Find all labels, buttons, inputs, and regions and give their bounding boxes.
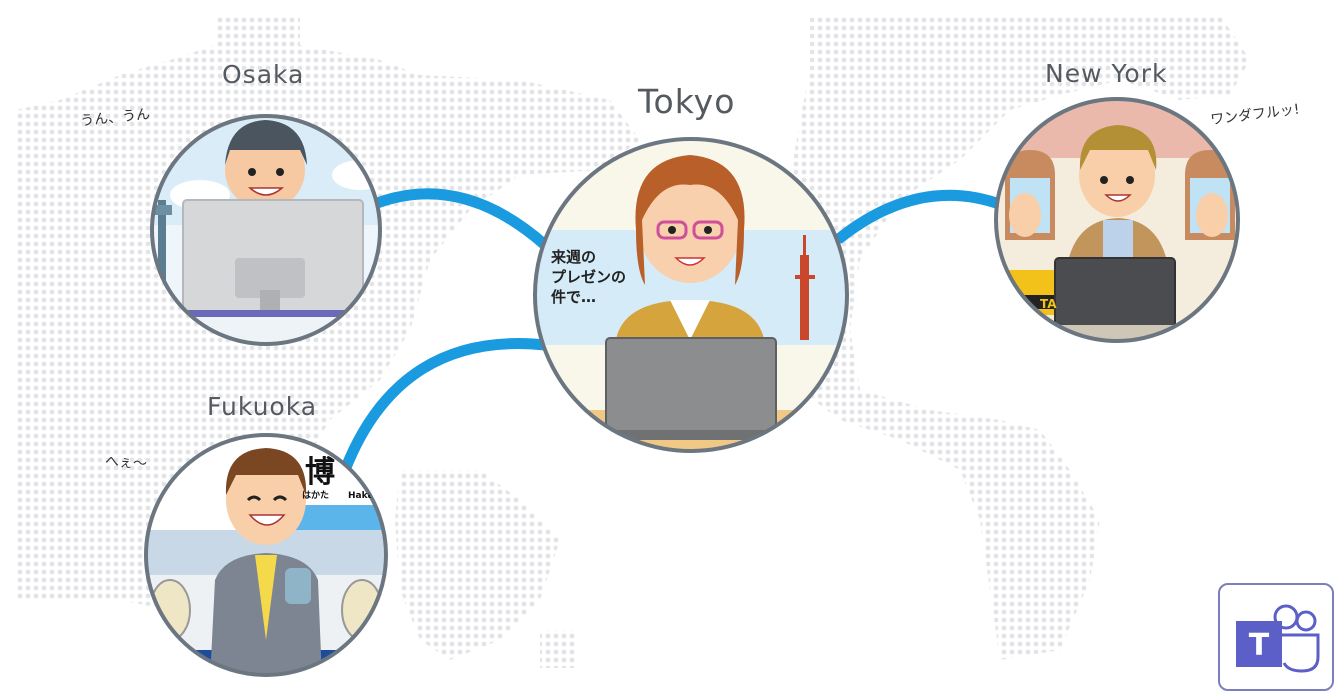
tokyo-circle-border [533,137,849,453]
microsoft-teams-icon: T [1218,583,1334,691]
speech-fukuoka: へぇ～ [104,453,148,473]
station-sign-roman: Haka [348,491,374,501]
newyork-circle-border [994,97,1240,343]
station-sign-kanji: 博 [305,455,335,490]
city-label-newyork: New York [1045,59,1168,88]
connector-tokyo-newyork [834,189,1008,244]
fukuoka-circle-border [144,433,388,677]
connectors [339,188,1008,476]
speech-tokyo-line: 来週の [551,248,597,266]
teams-letter: T [1249,628,1270,663]
city-label-tokyo: Tokyo [638,82,736,121]
city-label-osaka: Osaka [222,60,305,89]
city-label-fukuoka: Fukuoka [207,392,318,421]
speech-tokyo-line: プレゼンの [551,268,627,286]
connector-osaka-tokyo [366,188,551,251]
speech-tokyo: 来週の プレゼンの 件で… [551,247,626,307]
osaka-circle-border [150,114,382,346]
station-sign-kana: はかた [302,490,329,501]
newyork-participant-circle [994,97,1240,343]
speech-tokyo-line: 件で… [551,288,597,306]
taxi-sign: TA [1040,297,1057,311]
fukuoka-participant-circle [144,433,388,677]
connector-fukuoka-tokyo [339,338,551,476]
